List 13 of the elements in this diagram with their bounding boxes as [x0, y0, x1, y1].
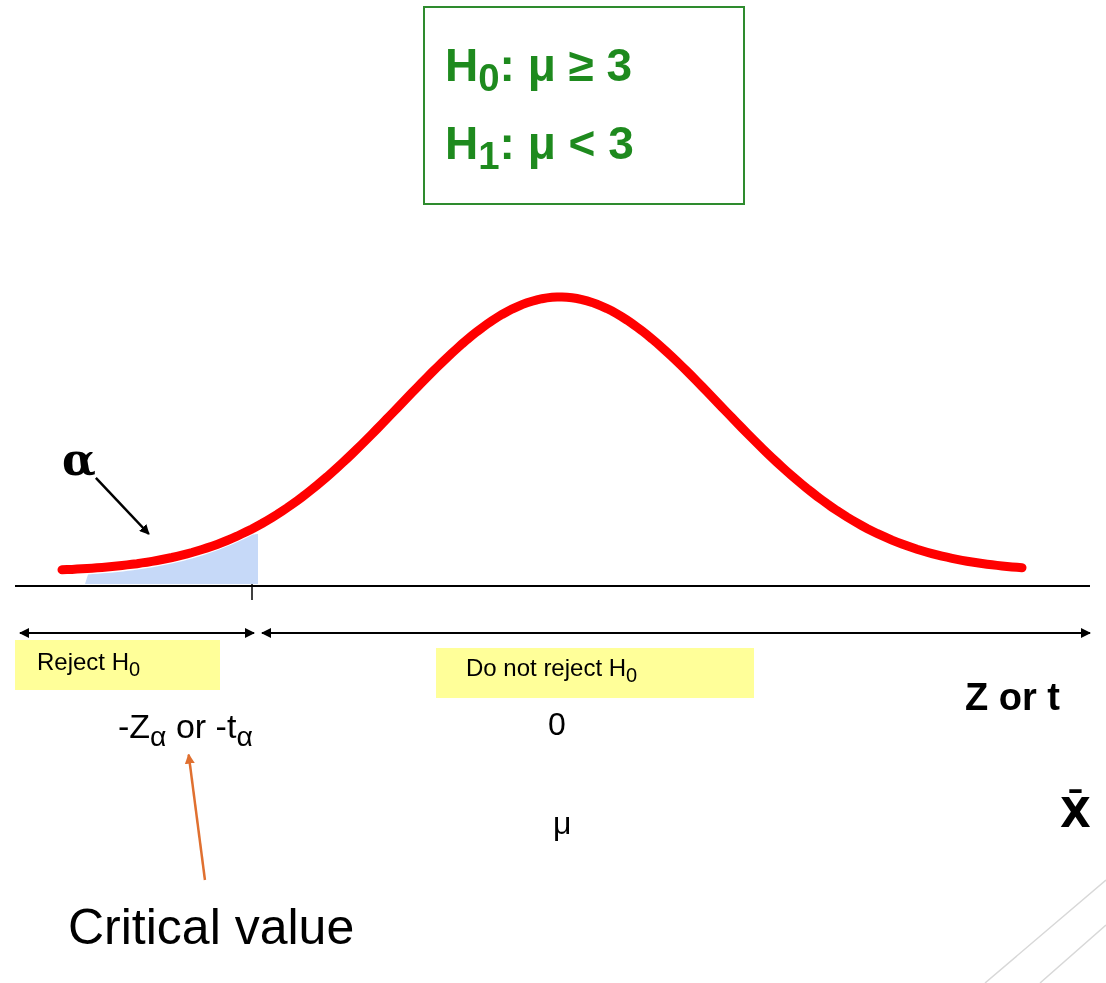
- axis-label: X̄: [1060, 790, 1091, 836]
- reject-region-label: Reject H$_{0}$: [15, 640, 220, 690]
- shaded-tail-area: [85, 534, 260, 584]
- axis-label: Z or t: [965, 676, 1060, 719]
- arrow: [184, 753, 207, 881]
- critical-value-formula: -Z$_{α}$ or -t$_{α}$: [118, 704, 253, 755]
- leader-line: [94, 477, 150, 535]
- tick-label: 0: [548, 706, 566, 743]
- critical-value-label: Critical value: [68, 880, 355, 975]
- alpha-label: α: [62, 438, 96, 482]
- non-reject-region-label: Do not reject H$_{0}$: [436, 648, 754, 698]
- hypothesis-box: H$_{0}$: μ ≥ 3 H$_{1}$: μ < 3: [423, 6, 745, 205]
- tick-label: μ: [553, 805, 572, 842]
